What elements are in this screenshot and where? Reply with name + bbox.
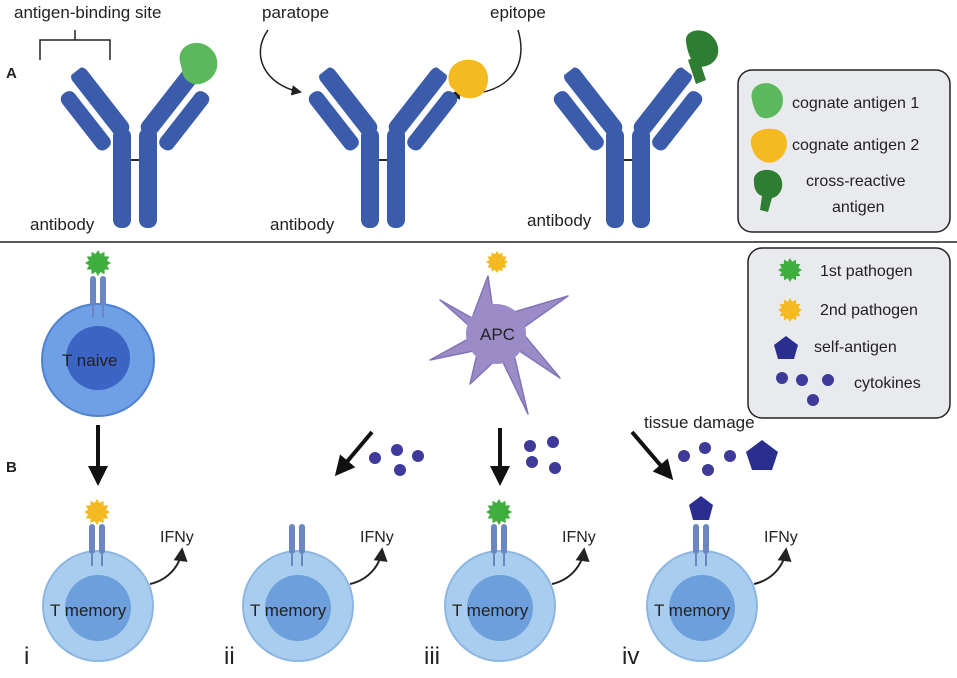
ifn-label-i: IFNy <box>160 529 194 546</box>
legend-a-item-2: cognate antigen 2 <box>792 137 919 154</box>
antibody-2-label: antibody <box>270 215 335 234</box>
scenario-ii-label: ii <box>224 643 235 670</box>
binding-site-label: antigen-binding site <box>14 3 161 22</box>
legend-a-item-3-line2: antigen <box>832 199 885 216</box>
ifn-arrow-iv <box>753 547 792 585</box>
antibody-1-label: antibody <box>30 215 95 234</box>
cytokines-ii <box>369 444 424 476</box>
paratope-arrow <box>259 29 303 96</box>
antibody-3-label: antibody <box>527 211 592 230</box>
antibody-3 <box>553 63 703 228</box>
t-naive-receptor <box>90 276 106 318</box>
arrow-to-memory-iv <box>630 430 674 481</box>
legend-b-item-1: 1st pathogen <box>820 263 913 280</box>
t-memory-receptor-iv <box>693 524 709 566</box>
paratope-label: paratope <box>262 3 329 22</box>
epitope-label: epitope <box>490 3 546 22</box>
legend-a-item-1: cognate antigen 1 <box>792 95 919 112</box>
panel-a-label: A <box>6 65 17 82</box>
antibody-2 <box>308 63 458 228</box>
scenario-iv-label: iv <box>622 643 639 670</box>
first-pathogen-on-memory-iii <box>486 499 512 525</box>
cognate-antigen-1-icon <box>751 83 783 119</box>
cytokines-iii <box>524 436 561 474</box>
t-memory-receptor-ii <box>289 524 305 566</box>
cognate-antigen-1-bound <box>179 42 218 85</box>
ifn-label-iii: IFNy <box>562 529 596 546</box>
apc-label: APC <box>480 325 515 344</box>
t-memory-label-iv: T memory <box>654 601 731 620</box>
legend-a-item-3-line1: cross-reactive <box>806 173 906 190</box>
panel-b-label: B <box>6 459 17 476</box>
self-antigen-icon <box>774 336 798 359</box>
t-memory-label-ii: T memory <box>250 601 327 620</box>
ifn-arrow-ii <box>349 547 388 585</box>
self-antigen-free <box>746 440 778 470</box>
legend-b-item-3: self-antigen <box>814 339 897 356</box>
t-naive-cell: T naive <box>41 303 155 417</box>
apc-cell: APC <box>429 275 569 415</box>
legend-b-item-4: cytokines <box>854 375 921 392</box>
t-memory-receptor-i <box>89 524 105 566</box>
ifn-label-iv: IFNy <box>764 529 798 546</box>
t-memory-cell-ii: T memory IFNy <box>242 524 394 662</box>
binding-site-bracket <box>39 30 111 60</box>
t-memory-cell-iii: T memory IFNy <box>444 499 596 662</box>
ifn-arrow-iii <box>551 547 590 585</box>
t-memory-receptor-iii <box>491 524 507 566</box>
second-pathogen-icon <box>778 298 802 322</box>
t-memory-label-i: T memory <box>50 601 127 620</box>
scenario-i-label: i <box>24 643 29 670</box>
cross-reactive-antigen-icon <box>753 169 783 212</box>
cytokines-icon <box>776 372 834 406</box>
cognate-antigen-2-icon <box>750 128 787 163</box>
t-naive-label: T naive <box>62 351 117 370</box>
cognate-antigen-2-bound <box>448 59 488 99</box>
second-pathogen-on-memory-i <box>84 499 110 525</box>
t-memory-cell-i: T memory IFNy <box>42 499 194 662</box>
self-antigen-on-memory-iv <box>689 496 713 520</box>
ifn-label-ii: IFNy <box>360 529 394 546</box>
legend-a-box <box>737 69 951 233</box>
first-pathogen-icon <box>778 258 802 282</box>
cross-reactive-antigen-bound <box>685 30 719 84</box>
first-pathogen-on-naive <box>85 250 111 276</box>
tissue-damage-label: tissue damage <box>644 413 755 432</box>
t-memory-cell-iv: T memory IFNy <box>646 496 798 662</box>
legend-b-item-2: 2nd pathogen <box>820 302 918 319</box>
cytokines-iv <box>678 442 736 476</box>
scenario-iii-label: iii <box>424 643 440 670</box>
t-memory-label-iii: T memory <box>452 601 529 620</box>
ifn-arrow-i <box>149 547 188 585</box>
second-pathogen-on-apc <box>486 251 508 273</box>
arrow-to-memory-ii <box>334 430 374 477</box>
